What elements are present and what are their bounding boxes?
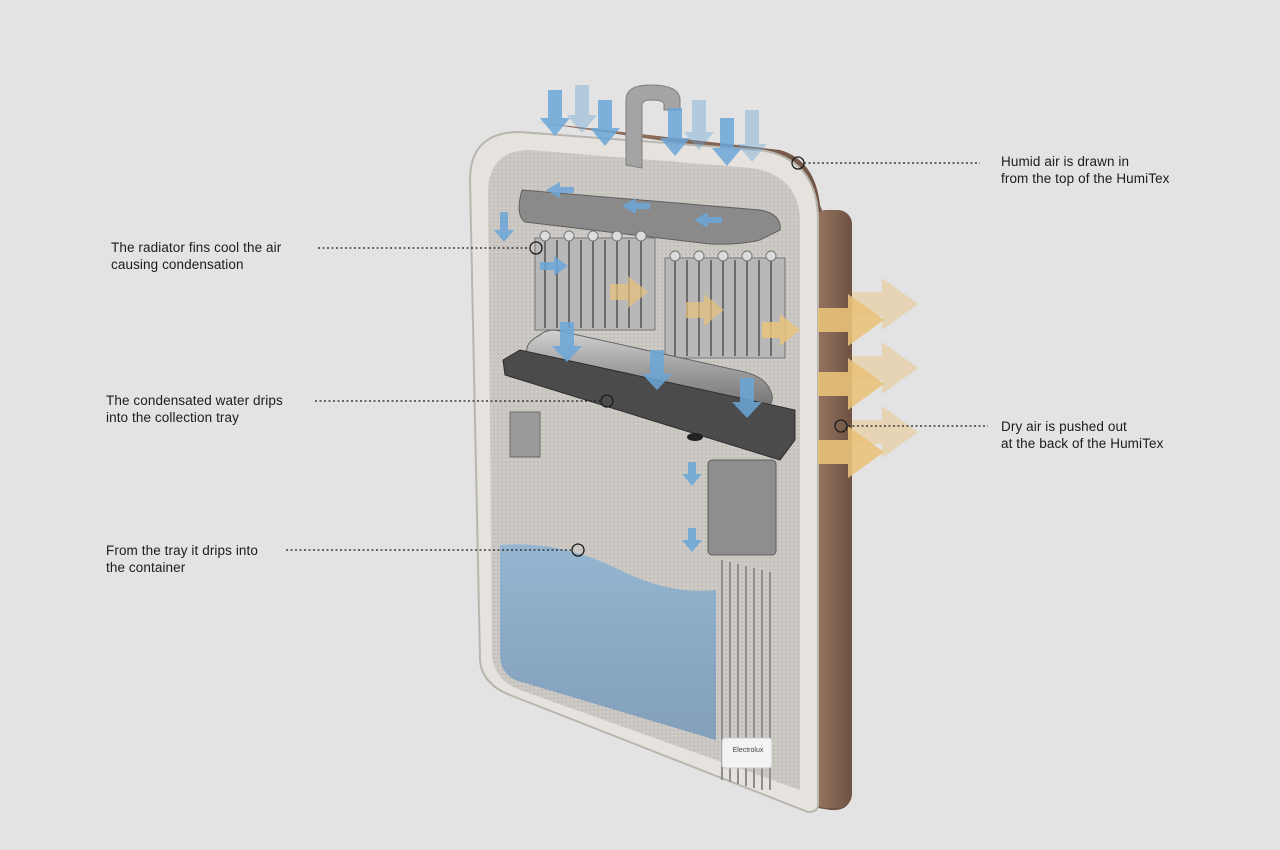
brand-label-text: Electrolux [732,747,764,754]
pump-block [707,459,777,556]
fabric-side-strip [812,210,852,808]
intake-arrow-7 [737,110,767,162]
callout-humid-air: Humid air is drawn in from the top of th… [1001,153,1170,187]
callout-dry-air: Dry air is pushed out at the back of the… [1001,418,1163,452]
internal-cold-arrows [494,182,762,552]
callout-dry-air-line1: Dry air is pushed out [1001,419,1127,434]
anchor-radiator [529,241,543,255]
callout-container: From the tray it drips into the containe… [106,542,258,576]
leader-anchors [529,156,848,557]
callout-container-line2: the container [106,560,186,575]
exhaust-arrows [610,276,918,478]
left-bracket [509,411,541,458]
callout-radiator: The radiator fins cool the air causing c… [111,239,281,273]
intake-arrow-2 [567,85,597,133]
callout-tray-line2: into the collection tray [106,410,239,425]
brand-label: Electrolux [726,747,770,754]
callout-radiator-line1: The radiator fins cool the air [111,240,282,255]
intake-arrow-4 [660,108,690,156]
intake-arrow-1 [540,90,570,136]
leader-lines [286,162,988,551]
intake-arrows [540,85,767,166]
exhaust-arrow-2 [818,358,884,410]
intake-arrow-3 [590,100,620,146]
collection-tray [502,349,796,461]
tray-drain-hole [687,433,703,441]
exhaust-arrow-3 [818,426,884,478]
callout-radiator-line2: causing condensation [111,257,244,272]
anchor-container [571,543,585,557]
anchor-humid-air [791,156,805,170]
anchor-dry-air [834,419,848,433]
top-vent-plate [518,189,781,245]
callout-humid-air-line2: from the top of the HumiTex [1001,171,1170,186]
callout-dry-air-line2: at the back of the HumiTex [1001,436,1164,451]
callout-container-line1: From the tray it drips into [106,543,258,558]
radiator-right [664,250,786,359]
radiator-left [534,230,656,331]
callout-tray-line1: The condensated water drips [106,393,283,408]
top-handle [625,84,681,169]
anchor-tray [600,394,614,408]
exhaust-arrow-1 [818,294,884,346]
callout-tray: The condensated water drips into the col… [106,392,283,426]
water-container [500,544,716,740]
intake-arrow-5 [684,100,714,150]
brand-label-plate [721,737,773,769]
callout-humid-air-line1: Humid air is drawn in [1001,154,1130,169]
intake-arrow-6 [712,118,742,166]
